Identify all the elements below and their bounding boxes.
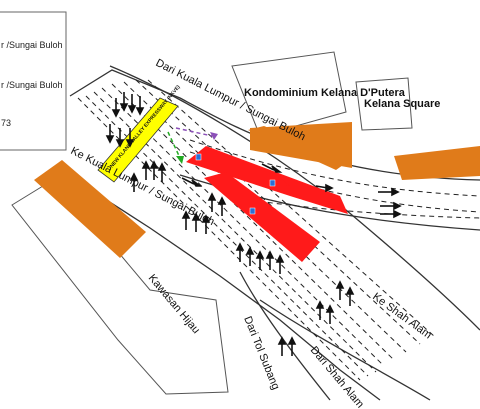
legend-line-1: r /Sungai Buloh [1, 40, 63, 50]
label-ke-shah-alam: Ke Shah Alam [370, 291, 433, 342]
marker-2 [269, 179, 276, 187]
legend-line-2: r /Sungai Buloh [1, 80, 63, 90]
purple-arrow [175, 127, 213, 137]
construction-zones [186, 146, 348, 262]
green-arrow [167, 131, 181, 159]
marker-3 [249, 207, 256, 215]
marker-1 [195, 153, 202, 161]
kondominium-outline [231, 51, 347, 137]
diversion-arrows [167, 127, 218, 164]
legend-box: r /Sungai Buloh r /Sungai Buloh 73 [0, 11, 67, 151]
road-edge-right-ramp [179, 174, 480, 231]
road-edge-shahalam [259, 299, 431, 401]
construction-zone-2 [204, 172, 320, 262]
road-edge-left [59, 169, 381, 401]
label-kelana-square: Kelana Square [364, 98, 440, 110]
road-edge-subang [239, 271, 331, 401]
label-dari-tol-subang: Dari Tol Subang [241, 315, 281, 392]
kelana-square-outline [355, 77, 413, 131]
label-kondominium: Kondominium Kelana D'Putera [244, 87, 406, 99]
traffic-arrows [105, 92, 402, 356]
blue-markers [195, 153, 276, 215]
orange-buildings [34, 122, 480, 258]
legend-line-3: 73 [1, 118, 11, 128]
building-outlines [11, 51, 413, 395]
building-left [34, 160, 146, 258]
building-right [394, 146, 480, 180]
